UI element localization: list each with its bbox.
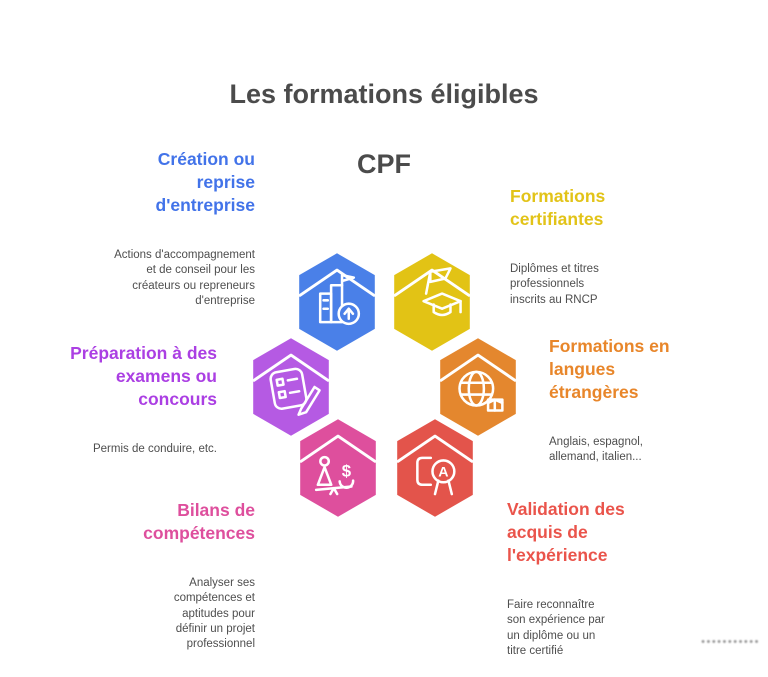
section-examens-body: Permis de conduire, etc. — [92, 443, 217, 456]
section-bilans: Bilans de compétences Analyser ses compé… — [50, 481, 255, 670]
section-langues: Formations en langues étrangères Anglais… — [549, 317, 739, 484]
hexagon-examens — [249, 331, 333, 443]
skills-balance-icon: $ — [299, 419, 377, 517]
section-creation-body: Actions d'accompagnement et de conseil p… — [114, 249, 255, 307]
watermark: ••••••••••• — [701, 636, 760, 648]
section-certifiantes-heading: Formations certifiantes — [510, 186, 606, 230]
checklist-icon — [252, 338, 330, 436]
hexagon-vae: A — [393, 412, 477, 524]
svg-text:$: $ — [342, 461, 352, 480]
certificate-icon: A — [396, 419, 474, 517]
section-vae-heading: Validation des acquis de l'expérience — [507, 499, 625, 566]
section-langues-heading: Formations en langues étrangères — [549, 336, 670, 403]
hexagon-langues — [436, 331, 520, 443]
business-growth-icon — [298, 253, 376, 351]
graduation-icon — [393, 253, 471, 351]
section-creation: Création ou reprise d'entreprise Actions… — [40, 130, 255, 327]
hexagon-certifiantes — [390, 246, 474, 358]
section-certifiantes-body: Diplômes et titres professionnels inscri… — [510, 263, 599, 306]
section-bilans-body: Analyser ses compétences et aptitudes po… — [173, 577, 255, 650]
section-certifiantes: Formations certifiantes Diplômes et titr… — [510, 167, 705, 326]
section-creation-heading: Création ou reprise d'entreprise — [155, 149, 255, 216]
svg-text:A: A — [438, 464, 448, 480]
section-vae: Validation des acquis de l'expérience Fa… — [507, 480, 697, 677]
globe-icon — [439, 338, 517, 436]
section-langues-body: Anglais, espagnol, allemand, italien... — [549, 436, 643, 464]
section-bilans-heading: Bilans de compétences — [143, 500, 255, 544]
page-title: Les formations éligibles CPF — [0, 42, 768, 217]
section-examens: Préparation à des examens ou concours Pe… — [30, 324, 217, 475]
hexagon-bilans: $ — [296, 412, 380, 524]
hexagon-creation — [295, 246, 379, 358]
section-examens-heading: Préparation à des examens ou concours — [70, 343, 217, 410]
page-title-line1: Les formations éligibles — [229, 79, 539, 110]
page-title-line2: CPF — [357, 149, 411, 180]
section-vae-body: Faire reconnaître son expérience par un … — [507, 599, 605, 657]
